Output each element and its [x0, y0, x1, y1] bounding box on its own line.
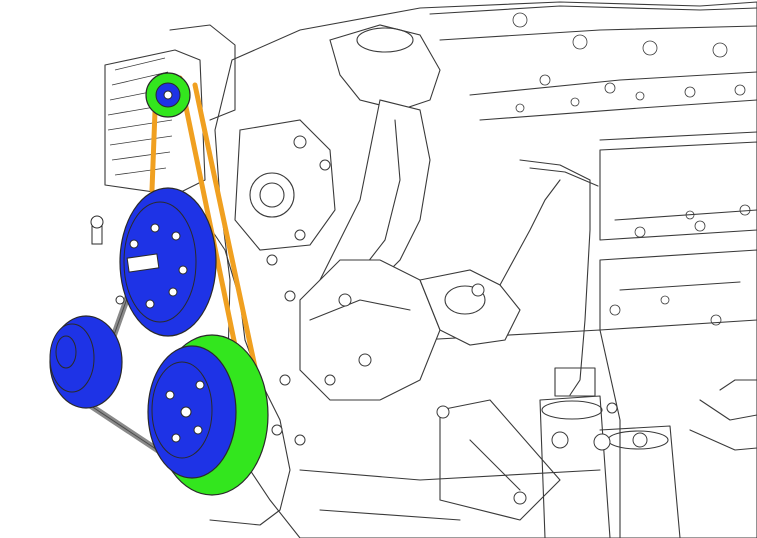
crankshaft-pulley [147, 334, 269, 496]
idler-pulley [49, 315, 123, 409]
water-pump-pulley [115, 187, 217, 337]
engine-block-outline [214, 1, 757, 538]
tensioner-bolt [90, 215, 104, 245]
alternator-housing [104, 24, 336, 251]
coolant-pipe [299, 24, 561, 401]
alternator-pulley [145, 72, 191, 118]
front-cover [204, 219, 306, 526]
